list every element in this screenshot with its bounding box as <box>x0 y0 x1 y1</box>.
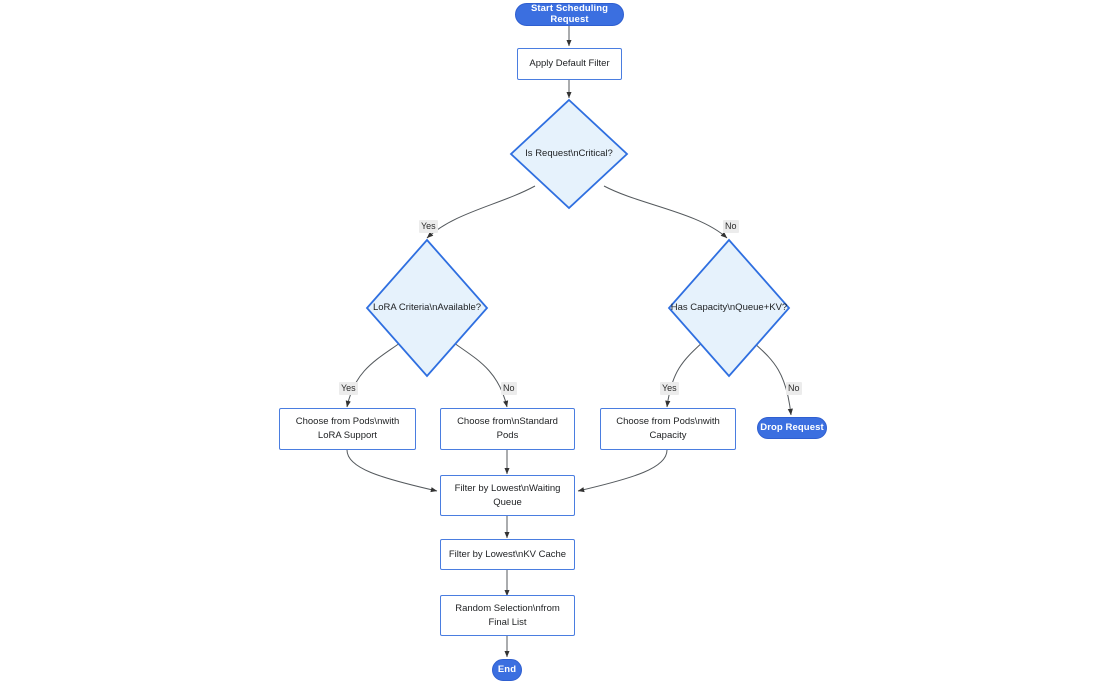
edge-label-critical-yes: Yes <box>419 220 438 233</box>
edge-label-lora-no: No <box>501 382 517 395</box>
node-start-scheduling-request[interactable]: Start Scheduling Request <box>515 3 624 26</box>
node-choose-standard-pods-line1: Choose from\nStandard <box>457 416 558 428</box>
diamond-shape-critical <box>509 98 629 210</box>
node-filter-waiting-queue[interactable]: Filter by Lowest\nWaiting Queue <box>440 475 575 516</box>
node-start-label: Start Scheduling Request <box>530 2 609 25</box>
node-lora-criteria-available-label: LoRA Criteria\nAvailable? <box>372 302 482 313</box>
node-choose-standard-pods-line2: Pods <box>496 430 519 441</box>
node-filter-kv-cache[interactable]: Filter by Lowest\nKV Cache <box>440 539 575 570</box>
diamond-shape-capacity <box>667 238 791 378</box>
node-end-label: End <box>497 663 517 675</box>
node-random-selection[interactable]: Random Selection\nfrom Final List <box>440 595 575 636</box>
node-apply-default-filter-label: Apply Default Filter <box>529 58 610 70</box>
node-apply-default-filter[interactable]: Apply Default Filter <box>517 48 622 80</box>
edge-label-capacity-yes: Yes <box>660 382 679 395</box>
node-choose-lora-pods[interactable]: Choose from Pods\nwith LoRA Support <box>279 408 416 450</box>
node-is-request-critical-label: Is Request\nCritical? <box>525 148 613 159</box>
node-choose-standard-pods[interactable]: Choose from\nStandard Pods <box>440 408 575 450</box>
node-filter-kv-cache-label: Filter by Lowest\nKV Cache <box>448 548 567 560</box>
node-drop-request-label: Drop Request <box>760 421 824 433</box>
node-has-capacity-label: Has Capacity\nQueue+KV? <box>670 302 788 313</box>
node-filter-waiting-queue-line2: Queue <box>493 496 522 508</box>
node-choose-capacity-pods[interactable]: Choose from Pods\nwith Capacity <box>600 408 736 450</box>
node-choose-lora-pods-line1: Choose from Pods\nwith <box>295 416 400 428</box>
edge-label-lora-yes: Yes <box>339 382 358 395</box>
node-random-selection-line1: Random Selection\nfrom <box>455 602 560 614</box>
edge-label-capacity-no: No <box>786 382 802 395</box>
node-is-request-critical[interactable]: Is Request\nCritical? <box>509 98 629 210</box>
node-choose-capacity-pods-line1: Choose from Pods\nwith <box>616 416 720 428</box>
node-end[interactable]: End <box>492 659 522 681</box>
diamond-shape-lora <box>365 238 489 378</box>
node-filter-waiting-queue-line1: Filter by Lowest\nWaiting <box>454 482 561 494</box>
node-has-capacity[interactable]: Has Capacity\nQueue+KV? <box>667 238 791 378</box>
edge-capacity-pods-to-filter-queue <box>577 449 668 493</box>
node-drop-request[interactable]: Drop Request <box>757 417 827 439</box>
node-choose-lora-pods-line2: LoRA Support <box>317 430 378 441</box>
node-choose-capacity-pods-line2: Capacity <box>649 430 687 441</box>
node-lora-criteria-available[interactable]: LoRA Criteria\nAvailable? <box>365 238 489 378</box>
node-random-selection-line2: Final List <box>488 616 527 628</box>
edge-lora-pods-to-filter-queue <box>346 449 438 493</box>
edge-label-critical-no: No <box>723 220 739 233</box>
